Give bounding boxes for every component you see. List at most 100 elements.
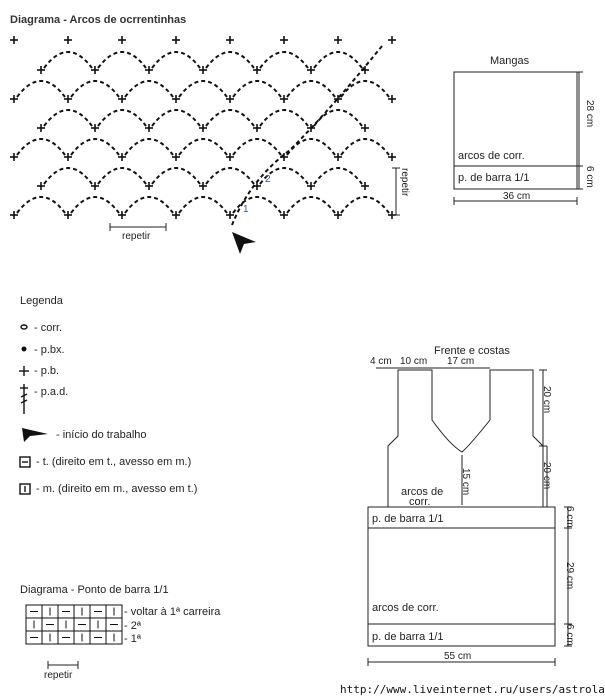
- chain-arc: [259, 109, 309, 127]
- chain-arc: [259, 51, 309, 69]
- single-crochet-icon: [226, 211, 234, 219]
- chain-arc: [232, 80, 282, 98]
- single-crochet-icon: [10, 95, 18, 103]
- front-width-dimension: 55 cm: [444, 651, 472, 662]
- single-crochet-icon: [172, 211, 180, 219]
- single-crochet-icon: [388, 36, 396, 44]
- treble-icon: [20, 384, 28, 414]
- chain-arc: [205, 167, 255, 185]
- chain-arc: [124, 138, 174, 156]
- legend-item-single-crochet: - p.b.: [34, 365, 60, 377]
- single-crochet-icon: [118, 95, 126, 103]
- arcs-repeat-horizontal: repetir: [122, 231, 151, 242]
- single-crochet-icon: [280, 211, 288, 219]
- chain-arc: [340, 138, 390, 156]
- chain-arc: [43, 167, 93, 185]
- single-crochet-icon: [307, 182, 315, 190]
- single-crochet-icon: [91, 182, 99, 190]
- single-crochet-icon: [199, 182, 207, 190]
- front-rib-top-label: p. de barra 1/1: [372, 513, 444, 525]
- sleeves-outline: [453, 71, 578, 190]
- purl-icon: [19, 456, 31, 468]
- front-arcs-label-top-2: corr.: [409, 496, 431, 508]
- single-crochet-icon: [280, 36, 288, 44]
- front-rib-bottom-label: p. de barra 1/1: [372, 631, 444, 643]
- arcs-row-1-number: 1: [243, 204, 249, 215]
- chain-arc: [286, 196, 336, 214]
- rib-row-label-2: - 2ª: [124, 620, 141, 632]
- front-dim-4: 4 cm: [370, 356, 392, 367]
- single-crochet-icon: [37, 182, 45, 190]
- single-crochet-icon: [226, 153, 234, 161]
- single-crochet-icon: [388, 153, 396, 161]
- single-crochet-icon: [64, 36, 72, 44]
- front-rib-top: [367, 506, 556, 529]
- front-rib-bottom: [367, 623, 556, 647]
- front-back-outline: [387, 369, 544, 508]
- front-dim-17: 17 cm: [447, 356, 475, 367]
- single-crochet-icon: [19, 366, 29, 376]
- sleeves-title: Mangas: [490, 55, 530, 67]
- single-crochet-icon: [64, 211, 72, 219]
- single-crochet-icon: [280, 95, 288, 103]
- single-crochet-icon: [361, 182, 369, 190]
- single-crochet-icon: [199, 124, 207, 132]
- single-crochet-icon: [388, 95, 396, 103]
- single-crochet-icon: [10, 153, 18, 161]
- single-crochet-icon: [334, 211, 342, 219]
- chain-arc: [151, 51, 201, 69]
- chain-arc: [205, 109, 255, 127]
- rib-grid: [25, 604, 123, 645]
- single-crochet-icon: [64, 95, 72, 103]
- single-crochet-icon: [361, 124, 369, 132]
- single-crochet-icon: [118, 153, 126, 161]
- sleeves-width-dimension: 36 cm: [503, 191, 531, 202]
- chain-arc: [313, 109, 363, 127]
- single-crochet-icon: [253, 124, 261, 132]
- single-crochet-icon: [37, 124, 45, 132]
- chain-arc: [97, 51, 147, 69]
- single-crochet-icon: [172, 153, 180, 161]
- rib-row-label-return: - voltar à 1ª carreira: [124, 606, 221, 618]
- legend-item-knit: - m. (direito em m., avesso em t.): [36, 483, 198, 495]
- chain-arc: [286, 80, 336, 98]
- chain-arc: [16, 80, 66, 98]
- single-crochet-icon: [145, 66, 153, 74]
- rib-row-label-1: - 1ª: [124, 633, 141, 645]
- chain-arc: [286, 138, 336, 156]
- arcs-diagram-title: Diagrama - Arcos de ocrrentinhas: [10, 14, 187, 26]
- slip-stitch-icon: [21, 346, 27, 352]
- legend-item-treble: - p.a.d.: [34, 386, 69, 398]
- chain-icon: [20, 324, 28, 330]
- single-crochet-icon: [172, 36, 180, 44]
- chain-arc: [313, 51, 363, 69]
- single-crochet-icon: [64, 153, 72, 161]
- chain-arc: [205, 51, 255, 69]
- knit-icon: [19, 483, 31, 495]
- single-crochet-icon: [253, 66, 261, 74]
- single-crochet-icon: [118, 211, 126, 219]
- single-crochet-icon: [10, 211, 18, 219]
- sleeves-rib-label: p. de barra 1/1: [458, 172, 530, 184]
- single-crochet-icon: [118, 36, 126, 44]
- chain-arc: [178, 138, 228, 156]
- single-crochet-icon: [37, 66, 45, 74]
- chain-arc: [340, 196, 390, 214]
- single-crochet-icon: [307, 66, 315, 74]
- chain-arc: [313, 167, 363, 185]
- sleeves-arcs-label: arcos de corr.: [458, 150, 525, 162]
- chain-arc: [70, 138, 120, 156]
- chain-arc: [70, 196, 120, 214]
- single-crochet-icon: [226, 95, 234, 103]
- chain-arc: [16, 196, 66, 214]
- chain-arc: [151, 167, 201, 185]
- arcs-row-2-number: 2: [265, 174, 271, 185]
- single-crochet-icon: [199, 66, 207, 74]
- rib-repeat-label: repetir: [44, 670, 73, 681]
- front-back-title: Frente e costas: [434, 345, 510, 357]
- chain-arc: [43, 51, 93, 69]
- chain-arc: [97, 109, 147, 127]
- chain-arc: [232, 196, 282, 214]
- chain-arc: [124, 80, 174, 98]
